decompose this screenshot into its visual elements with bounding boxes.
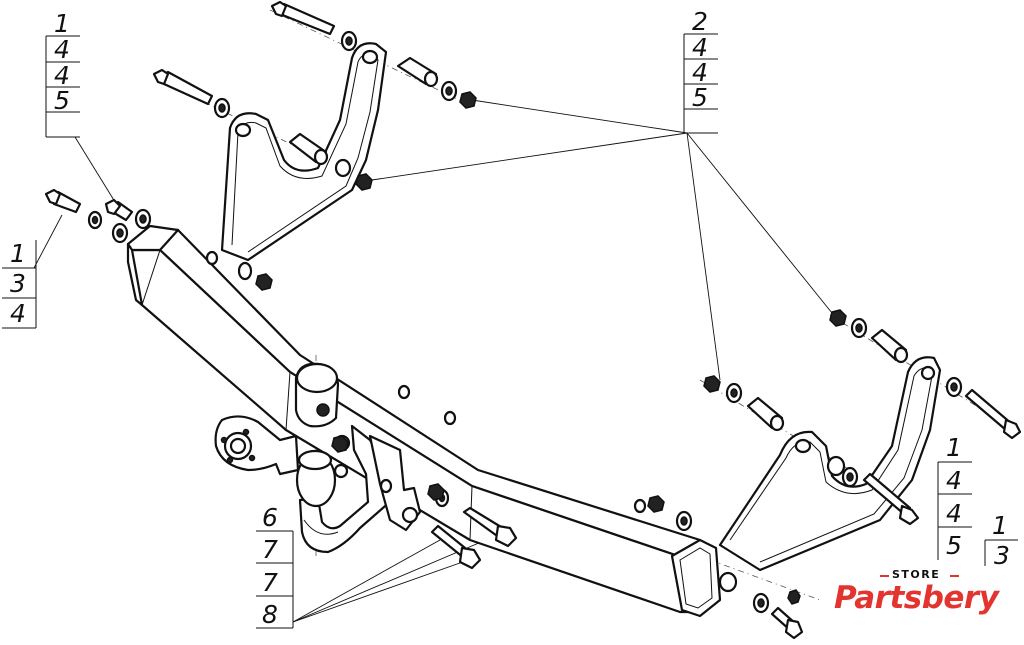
callout-bottom-left-row-1: 6 <box>262 503 278 532</box>
bolt-right <box>964 388 1022 440</box>
callout-bottom-right-row-1: 1 <box>946 433 962 462</box>
bolt-left-a <box>44 188 82 214</box>
callout-top-left-row-2: 4 <box>54 35 70 64</box>
bolt-bottom-a <box>462 506 518 548</box>
ball-housing <box>294 362 340 428</box>
bolts <box>44 0 1022 640</box>
partsbery-store-logo: STORE Partsbery <box>828 566 1008 632</box>
callout-top-right-row-3: 4 <box>692 58 708 87</box>
nuts <box>255 91 847 605</box>
leader-lines <box>33 99 837 623</box>
callout-top-right-row-4: 5 <box>692 83 708 112</box>
left-mounting-bracket <box>220 42 388 281</box>
bolt-left-b <box>104 198 134 222</box>
callout-bottom-right-row-3: 4 <box>946 499 962 528</box>
callout-top-left-row-1: 1 <box>54 9 70 38</box>
callout-bottom-right-row-2: 4 <box>946 466 962 495</box>
callout-bottom-right-row-4: 5 <box>946 531 962 560</box>
bolt-upper-left <box>152 68 214 106</box>
callout-top-left: 1 4 4 5 <box>45 9 80 138</box>
logo-accent-right <box>950 575 959 577</box>
callout-bottom-right-partial-row-2: 3 <box>994 541 1010 570</box>
bolt-bottom-right <box>770 606 804 640</box>
callout-top-right-row-1: 2 <box>692 7 708 36</box>
callout-top-left-row-4: 5 <box>54 86 70 115</box>
tow-ball-neck <box>295 424 394 554</box>
callout-mid-left-row-2: 3 <box>10 269 26 298</box>
socket-plate <box>214 415 300 476</box>
logo-accent-left <box>880 575 889 577</box>
callout-top-left-row-3: 4 <box>54 61 70 90</box>
callout-bottom-right-partial-row-1: 1 <box>992 511 1008 540</box>
callout-mid-left-row-3: 4 <box>10 299 26 328</box>
callout-mid-left-row-1: 1 <box>10 239 26 268</box>
logo-store-text: STORE <box>892 568 941 581</box>
callout-bottom-right: 1 4 4 5 <box>937 433 972 560</box>
callout-bottom-left-row-4: 8 <box>262 600 278 629</box>
callout-top-right-row-2: 4 <box>692 33 708 62</box>
right-mounting-bracket <box>718 356 942 593</box>
logo-brand-text: Partsbery <box>834 580 999 616</box>
callout-mid-left: 1 3 4 <box>2 239 37 329</box>
bolt-bottom-b <box>430 524 482 570</box>
main-crossbar <box>126 224 722 618</box>
washers <box>87 30 963 614</box>
bolt-right-lower <box>862 472 920 526</box>
callout-bottom-left: 6 7 7 8 <box>256 503 294 629</box>
spacer-sleeves <box>288 56 909 432</box>
callout-bottom-right-partial: 1 3 <box>984 511 1018 570</box>
callout-bottom-left-row-3: 7 <box>262 568 278 597</box>
callout-bottom-left-row-2: 7 <box>262 535 278 564</box>
bolt-top <box>270 0 336 36</box>
callout-top-right: 2 4 4 5 <box>683 7 718 134</box>
